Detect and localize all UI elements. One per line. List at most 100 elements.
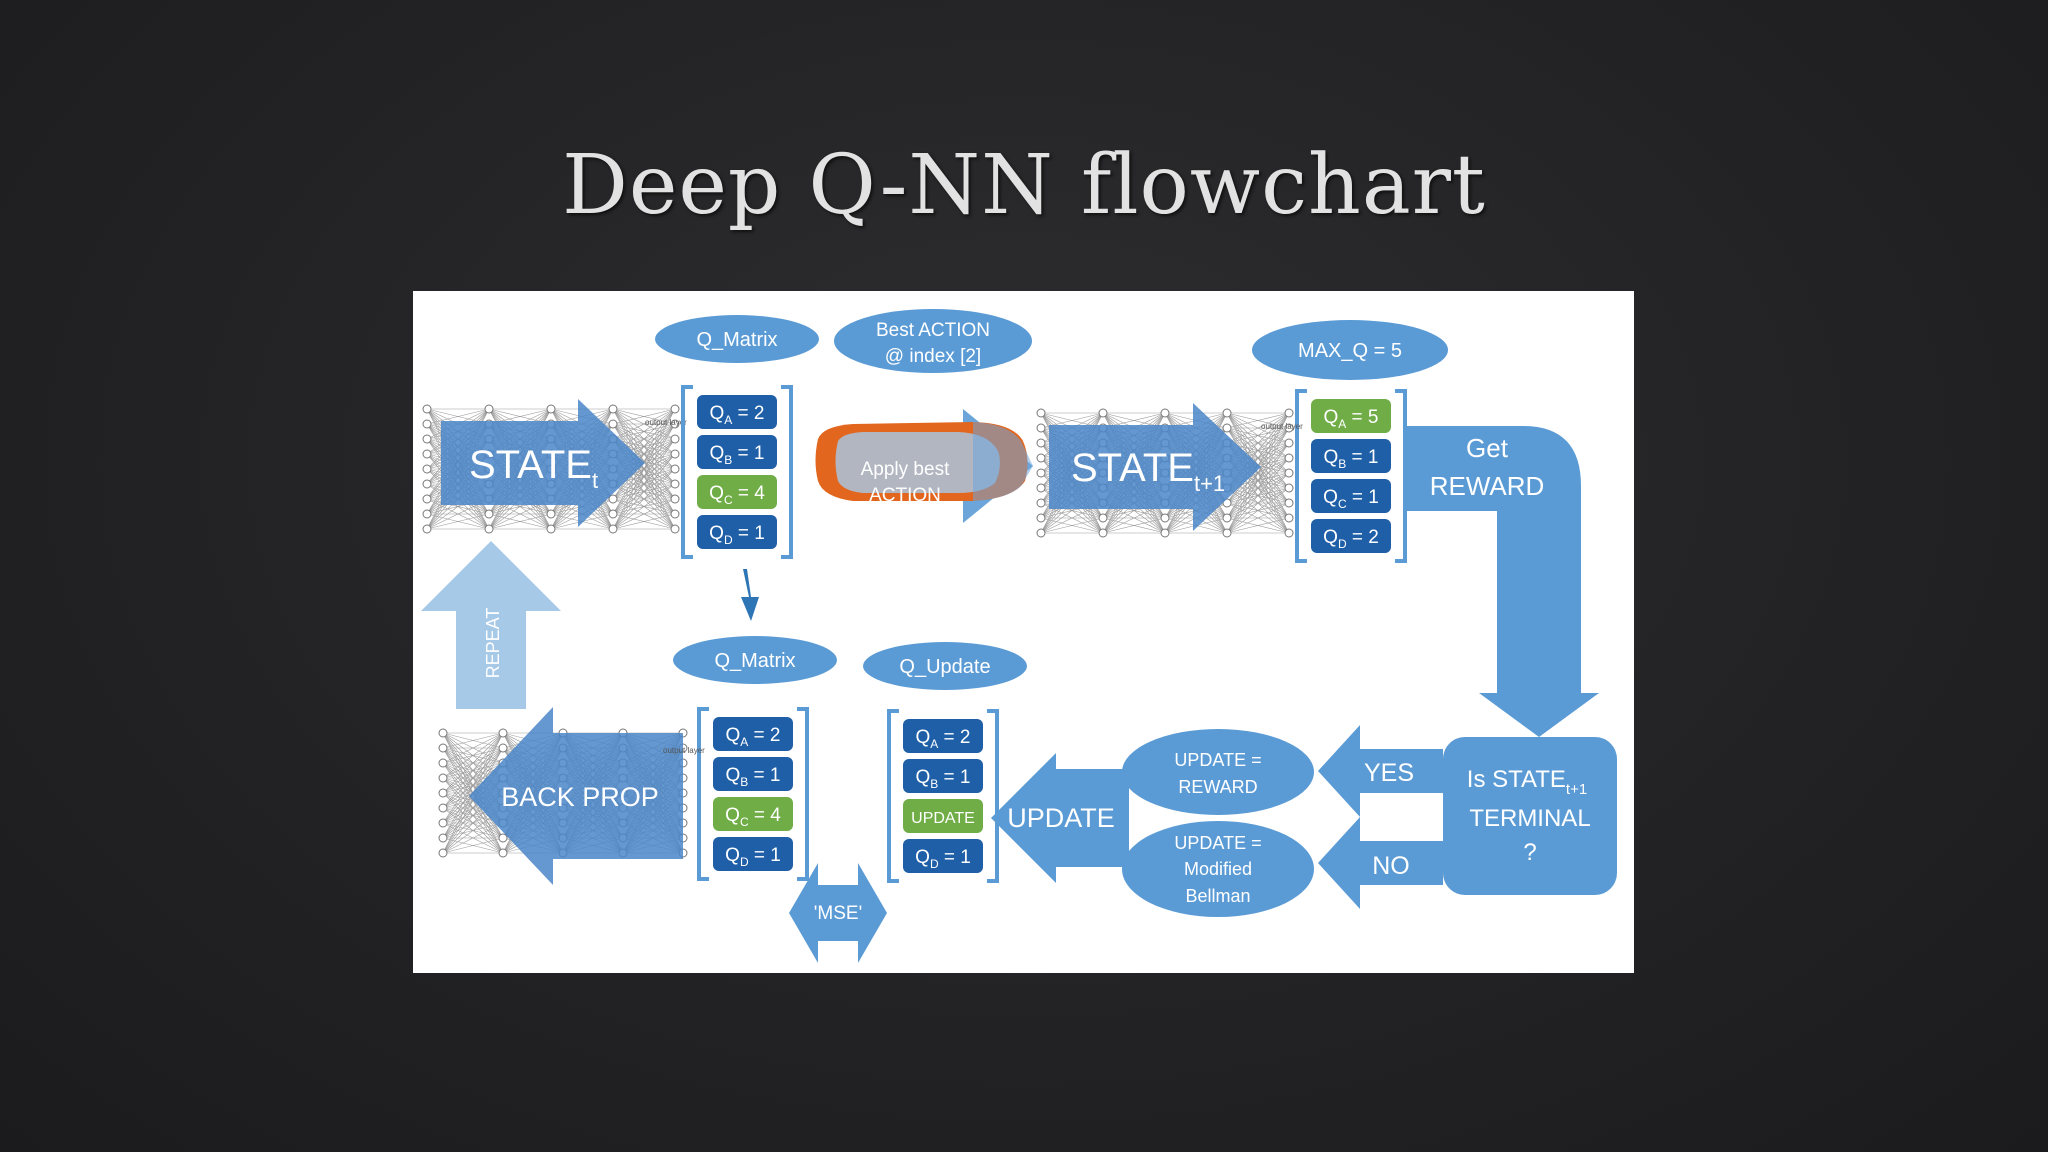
nn-node (498, 848, 508, 858)
output-layer-label: output layer (645, 418, 687, 427)
q-cell-label: QA = 2 (915, 727, 970, 751)
nn-node (438, 728, 448, 738)
nn-node (1160, 513, 1170, 523)
nn-edge (1226, 487, 1290, 534)
nn-node (438, 803, 448, 813)
q-cell-label: QD = 1 (915, 847, 971, 871)
nn-edge (1226, 412, 1290, 444)
nn-edge (1226, 517, 1290, 534)
nn-node (546, 524, 556, 534)
nn-node (1284, 483, 1294, 493)
back-prop-arrow (469, 707, 683, 885)
nn-node (546, 509, 556, 519)
q-cell (903, 799, 983, 833)
yes-label: YES (1364, 759, 1414, 787)
nn-node (438, 848, 448, 858)
max-q-label: MAX_Q = 5 (1298, 340, 1402, 362)
q-cell-label: QB = 1 (915, 767, 970, 791)
nn-edge (612, 513, 676, 530)
matrix-bracket-left (697, 707, 709, 881)
q-cell (713, 717, 793, 751)
nn-node (422, 524, 432, 534)
nn-node (670, 419, 680, 429)
q-cell-label: QB = 1 (709, 443, 764, 467)
best-action-ellipse (834, 309, 1032, 373)
nn-edge (1226, 472, 1290, 534)
nn-node (1222, 423, 1232, 433)
nn-node (1284, 528, 1294, 538)
q-cell-label: QC = 4 (709, 483, 765, 507)
nn-node (608, 494, 618, 504)
no-arrow (1318, 817, 1443, 909)
nn-edge (426, 513, 490, 530)
update-reward-line1: UPDATE = (1174, 750, 1261, 770)
nn-node (484, 404, 494, 414)
nn-node (422, 479, 432, 489)
nn-edge (1226, 412, 1290, 429)
q-matrix-top-label: Q_Matrix (696, 329, 777, 351)
nn-node (438, 833, 448, 843)
nn-node (422, 434, 432, 444)
nn-node (1284, 498, 1294, 508)
nn-edge (612, 408, 676, 440)
q-cell (903, 759, 983, 793)
update-bellman-line2: Modified (1184, 859, 1252, 879)
q-cell (1311, 519, 1391, 553)
q-matrix-top-right: QA = 5QB = 1QC = 1QD = 2 (1295, 389, 1407, 563)
nn-node (670, 464, 680, 474)
nn-edge (1040, 517, 1104, 534)
nn-edge (612, 423, 676, 530)
update-bellman-line1: UPDATE = (1174, 833, 1261, 853)
nn-node (1160, 408, 1170, 418)
flowchart-diagram: STATEt output layer Q_Matrix Best ACTION… (421, 309, 1617, 963)
slide-title: Deep Q-NN flowchart (562, 138, 1486, 233)
update-arrow-label: UPDATE (1007, 803, 1115, 833)
nn-node (1222, 528, 1232, 538)
nn-node (438, 758, 448, 768)
nn-edge (442, 732, 504, 809)
repeat-arrow (421, 541, 561, 709)
q-matrix-bottom-label: Q_Matrix (714, 650, 795, 672)
nn-node (1036, 483, 1046, 493)
update-bellman-ellipse (1122, 821, 1314, 917)
nn-node (1036, 498, 1046, 508)
q-cell (697, 435, 777, 469)
q-cell (697, 395, 777, 429)
nn-node (1284, 453, 1294, 463)
nn-node (1098, 513, 1108, 523)
q-matrix-bottom-ellipse (673, 636, 837, 684)
q-matrix-top-left: QA = 2QB = 1QC = 4QD = 1 (681, 385, 793, 559)
get-reward-line2: REWARD (1430, 471, 1545, 501)
q-matrix-bottom-right: QA = 2 QB = 1 UPDATE QD = 1 (887, 709, 999, 883)
nn-edge (426, 408, 490, 425)
nn-edge (1226, 412, 1290, 534)
best-action-line1: Best ACTION (876, 320, 990, 341)
nn-node (438, 788, 448, 798)
q-cell (697, 475, 777, 509)
update-arrow (991, 753, 1129, 883)
nn-node (1036, 423, 1046, 433)
nn-edge (488, 513, 552, 530)
nn-node (1284, 408, 1294, 418)
nn-edge (612, 483, 676, 530)
nn-edge (442, 732, 504, 839)
state-t1-label: STATEt+1 (1071, 446, 1225, 496)
nn-node (484, 509, 494, 519)
nn-edge (612, 408, 676, 530)
max-q-ellipse (1252, 320, 1448, 380)
nn-node (1036, 468, 1046, 478)
nn-edge (612, 453, 676, 530)
q-cell-label: QD = 2 (1323, 527, 1379, 551)
nn-edge (442, 732, 504, 749)
q-cell-label: UPDATE (911, 810, 975, 827)
nn-node (1098, 408, 1108, 418)
terminal-box (1443, 737, 1617, 895)
apply-best-line1: Apply best (861, 459, 950, 480)
nn-node (498, 728, 508, 738)
nn-edge (442, 732, 504, 764)
q-cell (903, 839, 983, 873)
q-cell (697, 515, 777, 549)
nn-node (1284, 438, 1294, 448)
nn-node (422, 419, 432, 429)
nn-node (608, 509, 618, 519)
